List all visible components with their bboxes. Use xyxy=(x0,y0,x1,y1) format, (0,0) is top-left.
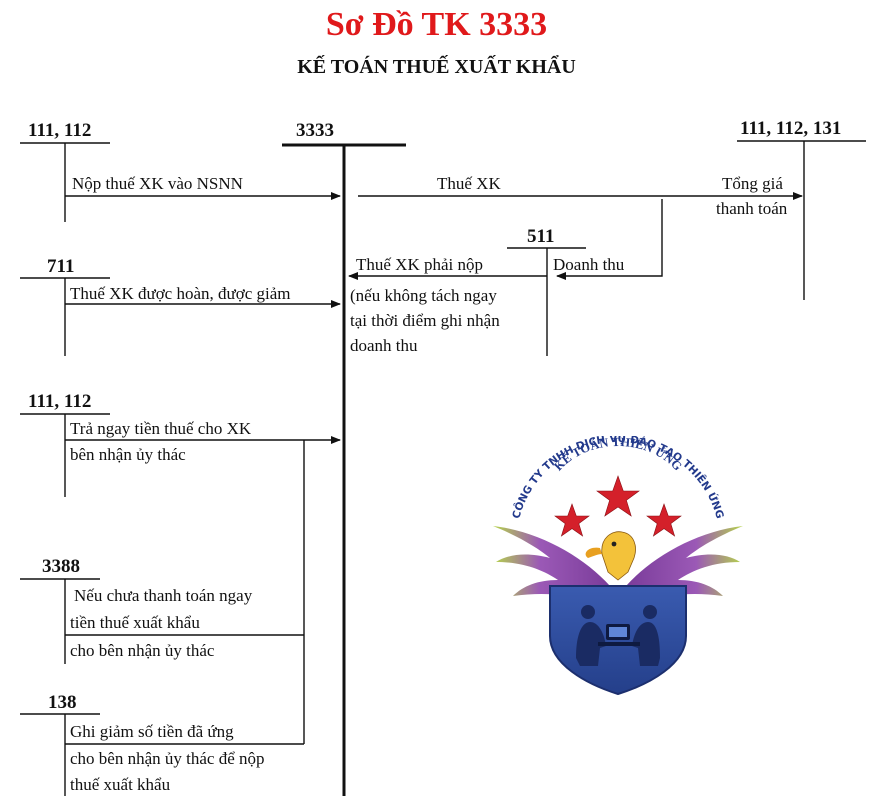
logo-stars xyxy=(554,475,682,537)
label-chua-tt-2: tiền thuế xuất khẩu xyxy=(70,613,200,632)
label-tong-gia-1: Tổng giá xyxy=(722,174,783,193)
label-chua-tt-3: cho bên nhận ủy thác xyxy=(70,641,215,660)
label-ghi-giam-3: thuế xuất khẩu xyxy=(70,775,171,794)
logo-people xyxy=(576,605,660,666)
label-chua-tt-1: Nếu chưa thanh toán ngay xyxy=(74,586,253,605)
account-111-112-mid: 111, 112 xyxy=(28,391,92,412)
label-tra-ngay-2: bên nhận ủy thác xyxy=(70,445,186,464)
label-ghi-giam-1: Ghi giảm số tiền đã ứng xyxy=(70,722,234,741)
label-phai-nop-1: Thuế XK phải nộp xyxy=(356,255,484,274)
account-138: 138 xyxy=(48,692,77,713)
label-doanh-thu: Doanh thu xyxy=(553,255,625,274)
company-logo: CÔNG TY TNHH DỊCH VỤ ĐÀO TẠO THIÊN ỨNG K… xyxy=(493,436,743,696)
account-711: 711 xyxy=(47,256,75,277)
label-phai-nop-2: (nếu không tách ngay xyxy=(350,286,497,305)
account-111-112-top: 111, 112 xyxy=(28,120,92,141)
label-phai-nop-4: doanh thu xyxy=(350,336,418,355)
logo-inner-text: KẾ TOÁN THIÊN ỨNG xyxy=(551,436,685,474)
account-3333: 3333 xyxy=(296,120,334,141)
account-3388: 3388 xyxy=(42,556,80,577)
label-tong-gia-2: thanh toán xyxy=(716,199,788,218)
diagram-subtitle: KẾ TOÁN THUẾ XUẤT KHẨU xyxy=(297,56,576,78)
logo-wings xyxy=(493,526,743,602)
arrow-doanh-thu xyxy=(556,199,663,280)
logo-eagle-head xyxy=(585,531,636,581)
label-phai-nop-3: tại thời điểm ghi nhận xyxy=(350,311,500,330)
account-111-112-131: 111, 112, 131 xyxy=(740,118,842,139)
label-ghi-giam-2: cho bên nhận ủy thác để nộp xyxy=(70,749,265,768)
label-hoan-giam: Thuế XK được hoàn, được giảm xyxy=(70,284,291,303)
account-511: 511 xyxy=(527,226,555,247)
label-tra-ngay-1: Trả ngay tiền thuế cho XK xyxy=(70,419,252,438)
label-nop-thue: Nộp thuế XK vào NSNN xyxy=(72,174,243,193)
label-thue-xk: Thuế XK xyxy=(437,174,501,193)
diagram-title: Sơ Đồ TK 3333 xyxy=(325,6,548,43)
